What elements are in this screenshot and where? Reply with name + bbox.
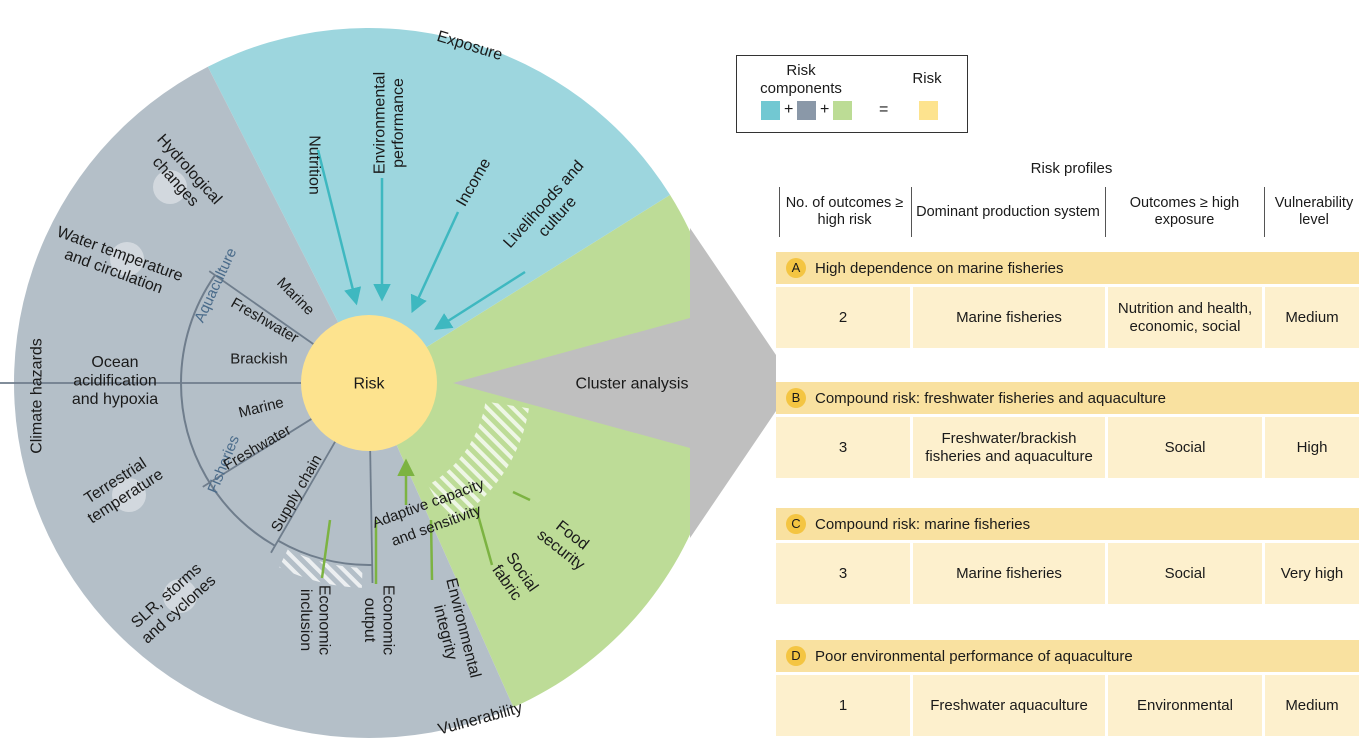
profile-letter-badge: B [786, 388, 806, 408]
cell-production-system: Freshwater aquaculture [913, 675, 1105, 736]
exposure-arrow [316, 149, 362, 306]
legend-swatch-risk [919, 101, 938, 120]
cell-vulnerability: Very high [1265, 543, 1359, 604]
supply-chain-band [279, 549, 363, 588]
sector-divider [208, 270, 317, 347]
column-divider [779, 187, 780, 237]
storm-icon [163, 579, 197, 613]
header-exposure: Outcomes ≥ high exposure [1129, 195, 1240, 228]
cell-outcomes: 1 [776, 675, 910, 736]
hazards-sector [14, 66, 514, 738]
profile-group: C Compound risk: marine fisheries 3 Marin… [776, 508, 1359, 604]
profile-group: A High dependence on marine fisheries 2 M… [776, 252, 1359, 348]
cell-exposure: Nutrition and health, economic, social [1108, 287, 1262, 348]
exposure-item-nutrition: Nutrition [305, 135, 322, 195]
legend-components-label: Risk components [760, 62, 842, 97]
vulnerability-item-economic-inclusion: Economicinclusion [297, 585, 332, 655]
profile-title: Compound risk: freshwater fisheries and … [815, 389, 1167, 407]
adaptive-capacity-band [428, 401, 530, 524]
vulnerability-item-economic-output: Economicoutput [361, 585, 396, 655]
sector-divider [369, 447, 374, 583]
profile-row: 1 Freshwater aquaculture Environmental M… [776, 675, 1359, 736]
profile-header: D Poor environmental performance of aquac… [776, 640, 1359, 672]
profile-row: 3 Marine fisheries Social Very high [776, 543, 1359, 604]
profile-group: B Compound risk: freshwater fisheries and… [776, 382, 1359, 478]
cell-production-system: Freshwater/brackish fisheries and aquacu… [913, 417, 1105, 478]
legend-plus: + [820, 101, 830, 118]
profile-letter-badge: A [786, 258, 806, 278]
legend-risk-label: Risk [912, 70, 942, 87]
risk-circle [301, 315, 437, 451]
profile-title: High dependence on marine fisheries [815, 259, 1064, 277]
aquaculture-arc [180, 274, 216, 384]
cell-exposure: Social [1108, 543, 1262, 604]
exposure-sector [207, 28, 671, 383]
header-production-system: Dominant production system [916, 203, 1100, 220]
risk-profiles-table: Risk profiles No. of outcomes ≥ high ris… [776, 160, 1359, 736]
table-header: No. of outcomes ≥ high risk Dominant pro… [776, 187, 1359, 242]
cell-outcomes: 2 [776, 287, 910, 348]
profile-letter-badge: D [786, 646, 806, 666]
cell-exposure: Environmental [1108, 675, 1262, 736]
water-temperature-icon [110, 242, 144, 276]
column-divider [1264, 187, 1265, 237]
header-vulnerability: Vulnerability level [1274, 195, 1354, 228]
cell-outcomes: 3 [776, 417, 910, 478]
profile-header: B Compound risk: freshwater fisheries and… [776, 382, 1359, 414]
profile-title: Poor environmental performance of aquacu… [815, 647, 1133, 665]
exposure-arrow [410, 211, 460, 314]
profile-letter-badge: C [786, 514, 806, 534]
vulnerability-line [320, 519, 332, 579]
hydrological-icon [153, 170, 187, 204]
legend-equals: = [879, 101, 889, 118]
column-divider [1105, 187, 1106, 237]
vulnerability-line [474, 507, 494, 566]
profile-row: 2 Marine fisheries Nutrition and health,… [776, 287, 1359, 348]
vulnerability-line [429, 519, 434, 581]
cell-exposure: Social [1108, 417, 1262, 478]
cell-vulnerability: Medium [1265, 675, 1359, 736]
cell-vulnerability: Medium [1265, 287, 1359, 348]
profile-title: Compound risk: marine fisheries [815, 515, 1031, 533]
risk-center-label: Risk [353, 376, 385, 393]
terrestrial-temperature-icon [112, 478, 146, 512]
cluster-analysis-label: Cluster analysis [576, 376, 689, 393]
profile-row: 3 Freshwater/brackish fisheries and aqua… [776, 417, 1359, 478]
production-brackish: Brackish [230, 350, 288, 367]
risk-profiles-title: Risk profiles [1030, 160, 1113, 177]
vulnerability-line [512, 490, 531, 502]
climate-hazards-label: Climate hazards [29, 338, 46, 454]
vulnerability-sector [369, 194, 724, 708]
fisheries-arc [180, 382, 276, 547]
cell-production-system: Marine fisheries [913, 287, 1105, 348]
column-divider [911, 187, 912, 237]
cell-outcomes: 3 [776, 543, 910, 604]
cell-vulnerability: High [1265, 417, 1359, 478]
legend-plus: + [784, 101, 794, 118]
sector-divider [202, 416, 315, 488]
profile-header: A High dependence on marine fisheries [776, 252, 1359, 284]
profile-group: D Poor environmental performance of aquac… [776, 640, 1359, 736]
legend-swatch-vulnerability [833, 101, 852, 120]
exposure-arrow [434, 270, 526, 330]
legend: Risk components Risk + + = [736, 55, 968, 133]
cell-production-system: Marine fisheries [913, 543, 1105, 604]
exposure-item-environmental-performance: Environmentalperformance [371, 72, 406, 174]
legend-swatch-exposure [761, 101, 780, 120]
cluster-arrow [453, 228, 776, 538]
profile-header: C Compound risk: marine fisheries [776, 508, 1359, 540]
legend-swatch-hazards [797, 101, 816, 120]
sector-divider [270, 438, 338, 554]
header-outcomes: No. of outcomes ≥ high risk [785, 195, 904, 228]
